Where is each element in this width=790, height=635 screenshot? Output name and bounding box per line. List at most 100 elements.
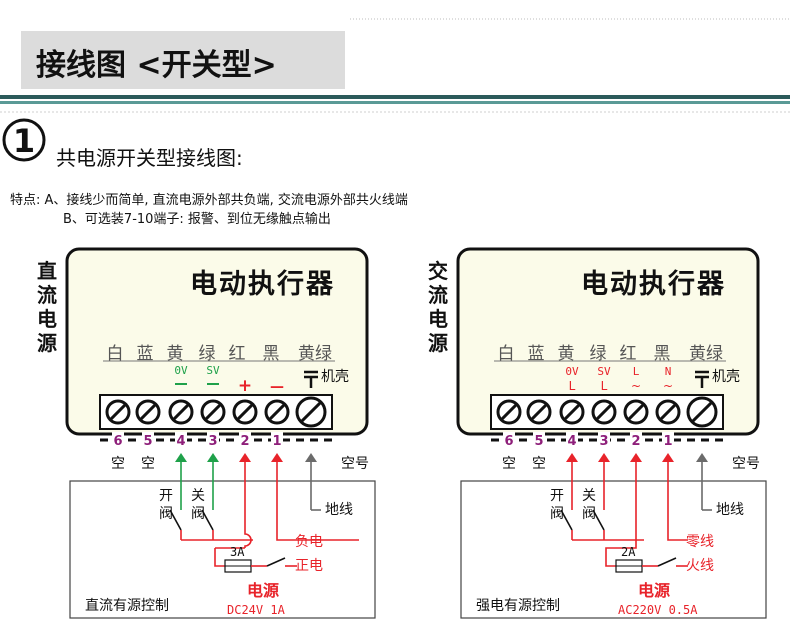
terminal-screw-slot — [595, 403, 613, 421]
wire-arrow — [566, 453, 578, 462]
terminal-number: 6 — [113, 434, 122, 449]
open-valve-switch — [169, 509, 182, 531]
valve-label: 开 — [550, 488, 564, 504]
terminal-screw-slot — [204, 403, 222, 421]
wire-arrow — [207, 453, 219, 462]
terminal-screw-slot — [236, 403, 254, 421]
wire-arrow — [630, 453, 642, 462]
valve-label: 开 — [159, 488, 173, 504]
valve-label: 关 — [582, 488, 596, 504]
neg-label: 负电 — [295, 534, 323, 550]
terminal-number: 1 — [663, 434, 672, 449]
valve-label: 阀 — [550, 506, 564, 522]
power-spec: DC24V 1A — [227, 603, 286, 617]
neutral-label: 零线 — [686, 534, 714, 550]
case-label: 机壳 — [712, 368, 740, 385]
signal-label-bottom: L — [601, 379, 608, 393]
section-title: 共电源开关型接线图: — [56, 146, 243, 170]
signal-label-bottom: L — [569, 379, 576, 393]
valve-label: 阀 — [191, 506, 205, 522]
wire-color-label: 绿 — [590, 344, 607, 364]
fuse-label: 3A — [230, 545, 245, 559]
terminal-screw-slot — [300, 401, 322, 423]
signal-label-bottom: ~ — [663, 379, 673, 393]
empty-terminal-label: 空 — [502, 456, 516, 472]
fuse-lead — [214, 548, 225, 567]
terminal-number-bg — [239, 432, 251, 448]
control-box-label: 直流有源控制 — [85, 597, 169, 614]
control-wiring-box — [460, 480, 767, 619]
terminal-screw-slot — [691, 401, 713, 423]
close-valve-switch — [201, 509, 214, 531]
side-label-char: 交 — [428, 259, 448, 283]
wire-color-label: 黄 — [558, 344, 575, 364]
terminal-number-bg — [598, 432, 610, 448]
terminal-number: 4 — [567, 434, 576, 449]
valve-label: 阀 — [582, 506, 596, 522]
terminal-number: 1 — [272, 434, 281, 449]
side-label-char: 电 — [37, 307, 57, 331]
ground-wire-arrow — [696, 453, 708, 462]
page-title: 接线图 <开关型> — [36, 48, 277, 83]
side-label-char: 流 — [37, 283, 57, 307]
signal-label-top: N — [665, 365, 672, 378]
open-valve-switch — [560, 509, 573, 531]
side-label-char: 源 — [37, 331, 57, 355]
terminal-screw-slot — [172, 403, 190, 421]
terminal-number: 2 — [240, 434, 249, 449]
header-rule-dark — [0, 95, 790, 99]
live-switch — [657, 557, 677, 567]
terminal-screw-slot — [500, 403, 518, 421]
neg-wire — [276, 500, 359, 541]
terminal-number-bg — [112, 432, 124, 448]
empty-terminal-label: 空 — [532, 456, 546, 472]
signal-label-bottom: ~ — [631, 379, 641, 393]
live-label: 火线 — [686, 558, 714, 574]
wire-color-label: 蓝 — [137, 344, 154, 364]
terminal-screw-slot — [627, 403, 645, 421]
wire-color-label: 白 — [498, 344, 515, 364]
terminal-number-bg — [175, 432, 187, 448]
signal-label-top: SV — [597, 365, 611, 378]
terminal-number: 2 — [631, 434, 640, 449]
case-label: 机壳 — [321, 368, 349, 385]
terminal-number: 5 — [534, 434, 543, 449]
fuse-lead — [605, 500, 637, 567]
valve-label: 关 — [191, 488, 205, 504]
ground-wire-arrow — [305, 453, 317, 462]
pos-label: 正电 — [295, 558, 323, 574]
terminal-number-bg — [207, 432, 219, 448]
power-title: 电源 — [247, 581, 279, 600]
section-number: 1 — [13, 122, 35, 160]
fuse-label: 2A — [621, 545, 636, 559]
terminal-screw-slot — [109, 403, 127, 421]
wire-arrow — [271, 453, 283, 462]
plus-sign: + — [238, 376, 252, 396]
feature-line-2: B、可选装7-10端子: 报警、到位无缘触点输出 — [63, 211, 331, 227]
minus-sign: — — [270, 379, 284, 395]
pos-wire-hop — [244, 500, 252, 548]
side-label-char: 电 — [428, 307, 448, 331]
feature-line-1: 特点: A、接线少而简单, 直流电源外部共负端, 交流电源外部共火线端 — [10, 192, 408, 208]
neutral-wire — [667, 500, 688, 541]
ground-label: 地线 — [325, 502, 353, 518]
wire-color-label: 黄绿 — [689, 344, 723, 364]
terminal-number-bg — [271, 432, 283, 448]
terminal-number-bg — [630, 432, 642, 448]
terminal-number: 4 — [176, 434, 185, 449]
actuator-title: 电动执行器 — [190, 268, 335, 300]
signal-label-sv: SV — [206, 364, 220, 377]
wire-color-label: 红 — [620, 344, 637, 364]
power-spec: AC220V 0.5A — [618, 603, 698, 617]
header-rule-teal — [0, 101, 790, 104]
side-label-char: 流 — [428, 283, 448, 307]
wire-color-label: 黑 — [654, 344, 671, 364]
side-label-char: 源 — [428, 331, 448, 355]
empty-number-label: 空号 — [341, 456, 369, 472]
wire-arrow — [175, 453, 187, 462]
empty-terminal-label: 空 — [141, 456, 155, 472]
wire-arrow — [239, 453, 251, 462]
